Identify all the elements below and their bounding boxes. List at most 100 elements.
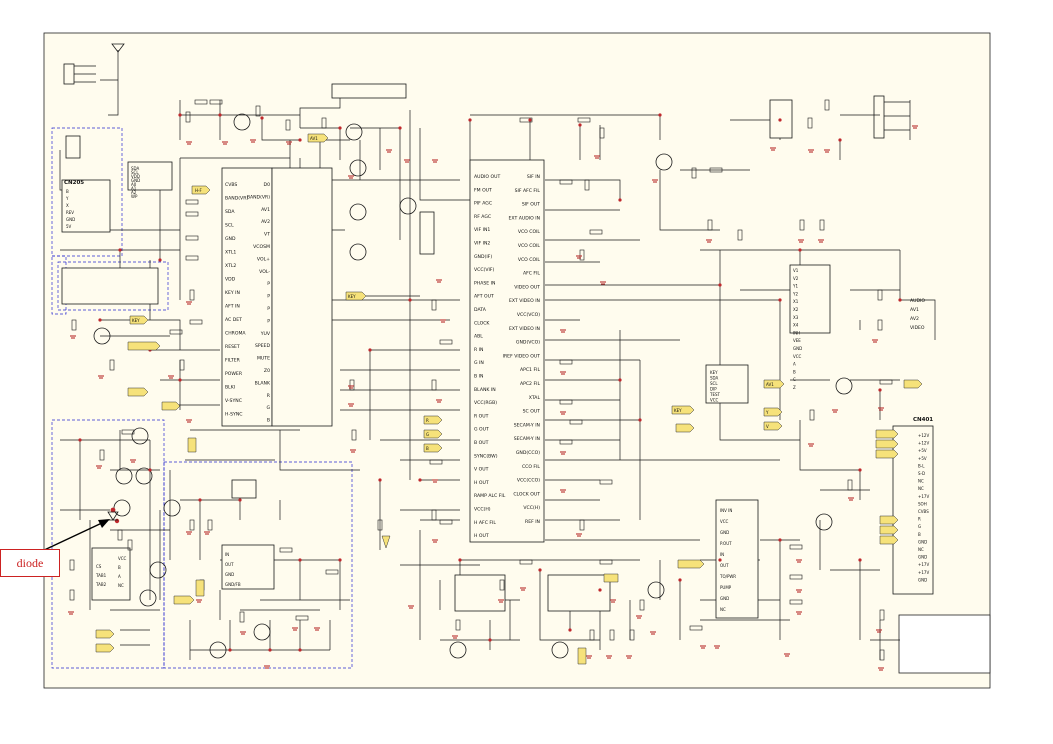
cn205-row-0: B xyxy=(66,189,69,194)
jungle-left-pin-21: SYNC(BW) xyxy=(474,453,498,459)
jungle-right-pin-12: GND(VCO) xyxy=(516,340,540,346)
cn401-pin-16: GND xyxy=(918,555,927,560)
audio-pin-13: B xyxy=(793,369,796,374)
cn401-pin-7: NC xyxy=(918,486,924,491)
jungle-left-pin-0: AUDIO OUT xyxy=(474,174,500,180)
jungle-right-pin-7: AFC FIL xyxy=(523,271,540,277)
audio-out-1: AV1 xyxy=(910,307,919,313)
tag-ck xyxy=(675,423,695,433)
mcu-left-pin-11: CHROMA xyxy=(225,331,246,337)
audio-pin-10: GND xyxy=(793,346,802,351)
vdef-pin-7: PUMP xyxy=(720,585,732,590)
jungle-right-pin-5: VCO COIL xyxy=(518,243,541,249)
cn401-pin-11: R xyxy=(918,517,921,522)
audio-pins: V1V2Y1Y2X1X2X3X4INHVEEGNDVCCABCZAUDIOAV1… xyxy=(792,268,925,390)
diode-callout xyxy=(39,511,119,553)
jungle-right-pin-1: SIF AFC FIL xyxy=(515,188,541,194)
mcu-right-pin-1: BAND(VR) xyxy=(247,194,270,200)
ic-lower-b xyxy=(547,574,611,612)
rom-pin-7: WP xyxy=(131,194,138,199)
tag-vd xyxy=(161,401,181,411)
mcu-right-pin-8: P xyxy=(267,281,270,287)
diode-symbol xyxy=(107,511,119,521)
ic-audio-switch xyxy=(789,264,831,334)
tag-v-left xyxy=(95,629,115,639)
tag-k xyxy=(345,291,367,301)
title-block xyxy=(898,614,991,674)
jungle-right-pin-20: GND(CCO) xyxy=(516,450,540,456)
cn205-row-3: REV xyxy=(66,210,74,215)
key-ic-pin-1: SDA xyxy=(710,376,719,381)
mcu-right-pin-9: P xyxy=(267,294,270,300)
jungle-left-pin-13: R IN xyxy=(474,347,483,353)
small-ic-right-pin-0: VCC xyxy=(118,556,127,561)
jungle-right-pin-8: VIDEO OUT xyxy=(514,284,540,290)
vbuf-pin-3: GND/FB xyxy=(225,582,241,587)
key-ic-pin-0: KEY xyxy=(710,370,718,375)
audio-pin-2: Y1 xyxy=(792,284,798,289)
jack-left xyxy=(63,43,910,159)
vbuf-pin-0: IN xyxy=(225,552,229,557)
tag-pow xyxy=(127,387,149,397)
tag-pow-lower xyxy=(173,595,195,605)
audio-pin-0: V1 xyxy=(793,268,799,273)
mcu-left-pin-12: RESET xyxy=(225,344,240,350)
vbuf-pin-1: OUT xyxy=(225,562,234,567)
mcu-right-pin-6: VOL+ xyxy=(257,256,270,262)
vdef-pin-4: IN xyxy=(720,552,724,557)
jungle-left-pin-1: FM OUT xyxy=(474,187,492,193)
jungle-left-pin-20: B OUT xyxy=(474,440,489,446)
jungle-right-pin-19: SECAM-Y IN xyxy=(514,436,540,442)
mcu-left-pin-14: POWER xyxy=(225,371,243,377)
mcu-right-pin-11: P xyxy=(267,318,270,324)
audio-out-2: AV2 xyxy=(910,316,919,322)
tag-hp xyxy=(191,185,211,195)
jungle-left-pin-6: GND(IF) xyxy=(474,254,492,260)
rom-pin-6: A2 xyxy=(131,190,137,195)
mcu-left-pin-8: KEY IN xyxy=(225,290,240,296)
tag-av1 xyxy=(307,133,329,143)
cn205-row-4: GND xyxy=(66,217,75,222)
audio-pin-11: VCC xyxy=(793,354,802,359)
jungle-left-pin-24: RAMP ALC FIL xyxy=(474,493,506,499)
diode-callout-label: diode xyxy=(0,549,60,577)
audio-pin-7: X4 xyxy=(793,323,799,328)
tag-vcount xyxy=(677,559,705,569)
tag-key xyxy=(671,405,695,415)
tag-r-r xyxy=(879,515,899,525)
cn401-pin-list: CN401 xyxy=(913,417,933,423)
tag-label-10: V xyxy=(766,424,769,429)
transistors xyxy=(93,113,853,659)
mcu-right-pin-3: AV2 xyxy=(261,219,270,225)
jungle-right-pin-11: EXT VIDEO IN xyxy=(509,326,540,332)
mcu-right-pin-14: MUTE xyxy=(257,356,270,362)
mcu-left-pin-5: XTL1 xyxy=(225,250,236,256)
mcu-left-pin-1: BAND(VR) xyxy=(225,196,248,202)
mcu-left-pin-13: FILTER xyxy=(225,358,241,364)
ic-vbuf xyxy=(221,544,275,590)
jungle-left-pin-25: VCC(H) xyxy=(474,507,491,513)
mcu-right-pin-5: VCOSM xyxy=(253,244,270,250)
mcu-left-pin-2: SDA xyxy=(225,209,235,215)
tag-v-vert xyxy=(381,535,391,549)
vdef-pin-2: GND xyxy=(720,530,729,535)
mcu-right-pin-13: SPEED xyxy=(255,343,270,349)
callout-arrowhead xyxy=(98,519,110,528)
jungle-left-pin-16: BLANK IN xyxy=(474,387,496,393)
key-ic-pin-2: SCL xyxy=(710,381,718,386)
audio-out-0: AUDIO xyxy=(910,298,925,304)
audio-pin-8: INH xyxy=(793,330,800,335)
small-ic-pin-0: CS xyxy=(96,564,102,569)
jungle-right-pin-21: CCO FIL xyxy=(522,464,540,470)
jungle-left-pin-5: VIF IN2 xyxy=(474,241,490,247)
ic-reg-small xyxy=(231,479,257,499)
mcu-right-pin-10: P xyxy=(267,306,270,312)
mcu-left-pin-7: VDD xyxy=(225,277,236,283)
key-ic-pin-4: TEST xyxy=(709,392,721,397)
tag-label-5: KEY xyxy=(674,408,682,413)
tag-hp-r xyxy=(875,449,899,459)
tag-b-r xyxy=(879,535,899,545)
jungle-right-pin-0: SIF IN xyxy=(527,174,540,180)
mcu-right-pin-19: B xyxy=(267,418,270,424)
